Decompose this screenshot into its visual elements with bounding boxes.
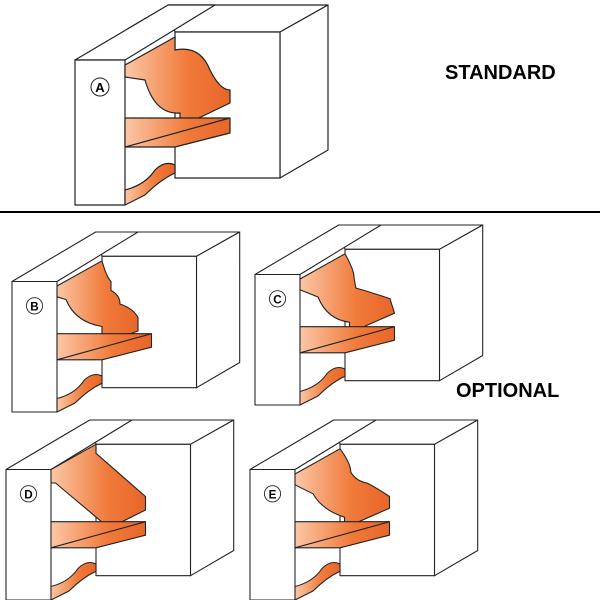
profile-letter-d: D xyxy=(24,488,32,501)
profile-letter-circle xyxy=(90,77,110,97)
profile-letter-circle xyxy=(263,485,282,503)
profile-block-c: C xyxy=(254,224,484,406)
profile-block-d: D xyxy=(5,419,235,600)
profile-letter-circle xyxy=(25,297,44,315)
tongue-edge-line xyxy=(294,521,390,549)
profile-letter-b: B xyxy=(30,300,38,313)
upper-profile-cut xyxy=(299,253,396,334)
profile-letter-circle xyxy=(268,290,287,308)
profile-letter-c: C xyxy=(273,293,282,306)
block-side-face xyxy=(189,419,235,577)
profile-letter-circle xyxy=(19,485,38,503)
lower-profile-cut xyxy=(56,373,103,413)
profile-block-a: A xyxy=(74,4,329,206)
block-side-face xyxy=(195,231,241,389)
upper-profile-cut xyxy=(294,448,391,529)
lower-profile-cut xyxy=(124,162,176,206)
profile-letter-e: E xyxy=(269,488,277,501)
upper-profile-cut xyxy=(124,36,231,128)
tongue-edge-line xyxy=(50,521,146,549)
lower-profile-cut xyxy=(299,366,346,406)
tongue-edge-line xyxy=(124,117,231,148)
tongue-edge-line xyxy=(299,326,395,354)
profile-block-b: B xyxy=(11,231,241,413)
block-side-face xyxy=(438,224,484,382)
lower-profile-cut xyxy=(294,561,341,600)
optional-heading: OPTIONAL xyxy=(456,380,560,402)
block-side-face xyxy=(279,4,329,179)
standard-heading: STANDARD xyxy=(445,62,556,84)
block-side-face xyxy=(433,419,479,577)
profile-block-e: E xyxy=(249,419,479,600)
stile-front-face xyxy=(249,468,296,600)
profile-letter-a: A xyxy=(95,80,105,95)
upper-profile-cut xyxy=(56,260,139,346)
lower-profile-cut xyxy=(50,561,97,600)
stile-front-face xyxy=(5,468,52,600)
tongue-edge-line xyxy=(56,333,152,361)
